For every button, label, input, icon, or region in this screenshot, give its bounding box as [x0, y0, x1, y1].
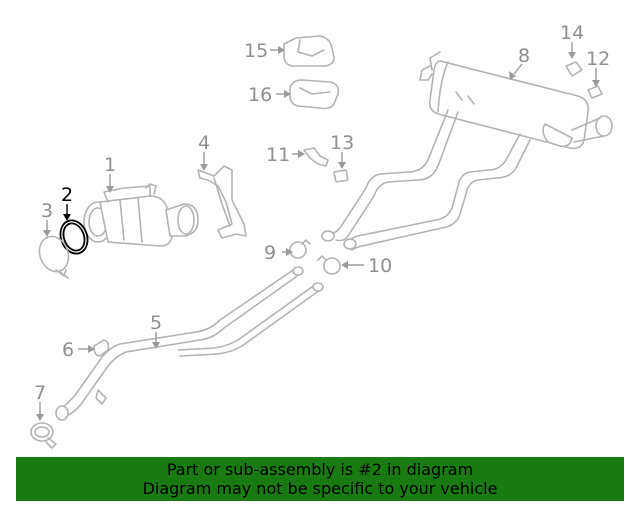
leader-lines — [36, 42, 600, 421]
callout-2: 2 — [61, 184, 73, 206]
part-8-center-pipes — [321, 109, 531, 251]
part-16-heat-shield — [289, 79, 340, 110]
part-15-heat-shield — [283, 35, 335, 67]
part-11-hanger — [303, 147, 329, 167]
callout-1: 1 — [104, 154, 116, 176]
part-info-banner: Part or sub-assembly is #2 in diagram Di… — [16, 457, 624, 501]
callout-4: 4 — [198, 132, 210, 154]
callout-11: 11 — [266, 144, 290, 166]
part-14-clip — [565, 61, 583, 77]
banner-line-2: Diagram may not be specific to your vehi… — [142, 479, 498, 498]
callout-12: 12 — [586, 48, 610, 70]
part-8-rear-muffler — [419, 51, 613, 150]
callout-15: 15 — [244, 40, 268, 62]
part-10-clamp — [317, 255, 341, 275]
part-13-mount — [333, 169, 349, 183]
callout-3: 3 — [41, 200, 53, 222]
exhaust-parts-diagram: 1 2 3 4 5 6 7 8 9 10 11 12 13 14 15 16 — [30, 22, 613, 449]
part-6-bracket — [93, 339, 110, 357]
banner-line-1: Part or sub-assembly is #2 in diagram — [166, 460, 474, 479]
callout-9: 9 — [264, 242, 276, 264]
callout-13: 13 — [330, 132, 354, 154]
part-7-clamp — [30, 422, 57, 449]
part-3-clamp — [38, 235, 70, 279]
part-1-catalytic-converter — [83, 183, 199, 247]
part-5-front-pipe — [55, 266, 324, 421]
callout-6: 6 — [62, 339, 74, 361]
callout-7: 7 — [34, 382, 46, 404]
part-9-clamp — [289, 239, 311, 259]
callout-5: 5 — [150, 312, 162, 334]
part-12-hanger — [587, 85, 603, 99]
callout-10: 10 — [368, 255, 392, 277]
callout-16: 16 — [248, 84, 272, 106]
callout-labels: 1 2 3 4 5 6 7 8 9 10 11 12 13 14 15 16 — [34, 22, 610, 404]
part-4-bracket — [197, 165, 247, 239]
callout-14: 14 — [560, 22, 584, 44]
callout-8: 8 — [518, 45, 530, 67]
